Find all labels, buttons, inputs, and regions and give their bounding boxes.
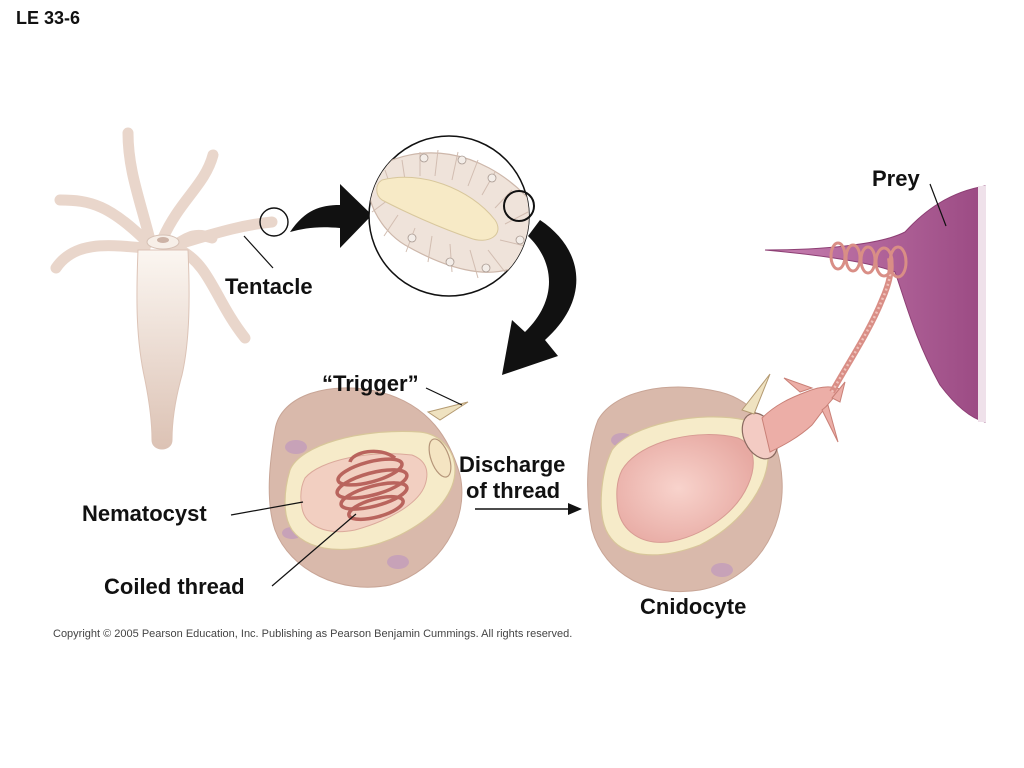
trigger-label: “Trigger”	[322, 371, 419, 396]
tentacle-leader	[243, 235, 274, 269]
cnidocyte-label: Cnidocyte	[640, 594, 746, 619]
cnidocyte-magnify-circle	[503, 190, 535, 222]
tentacle-label: Tentacle	[225, 274, 313, 299]
tentacle-zoom-view	[368, 135, 530, 297]
prey-illustration	[764, 185, 986, 423]
hydra-illustration	[50, 127, 278, 450]
trigger-leader	[425, 387, 463, 406]
discharge-label-line2: of thread	[466, 478, 560, 503]
prey-leader	[929, 183, 947, 227]
discharge-arrow	[475, 503, 582, 515]
coiled-thread-label: Coiled thread	[104, 574, 245, 599]
discharge-label-line1: Discharge	[459, 452, 565, 477]
arrow-to-cnidocyte	[502, 220, 577, 375]
nematocyst-cell-before	[268, 387, 469, 588]
coiled-thread-leader	[271, 513, 357, 587]
tentacle-magnify-circle	[259, 207, 289, 237]
cnidocyte-cell-after	[587, 241, 908, 593]
prey-label: Prey	[872, 166, 920, 191]
figure-id: LE 33-6	[16, 8, 80, 28]
arrow-to-zoom	[290, 184, 372, 248]
nematocyst-label: Nematocyst	[82, 501, 207, 526]
nematocyst-leader	[230, 501, 304, 516]
copyright-notice: Copyright © 2005 Pearson Education, Inc.…	[53, 628, 572, 640]
